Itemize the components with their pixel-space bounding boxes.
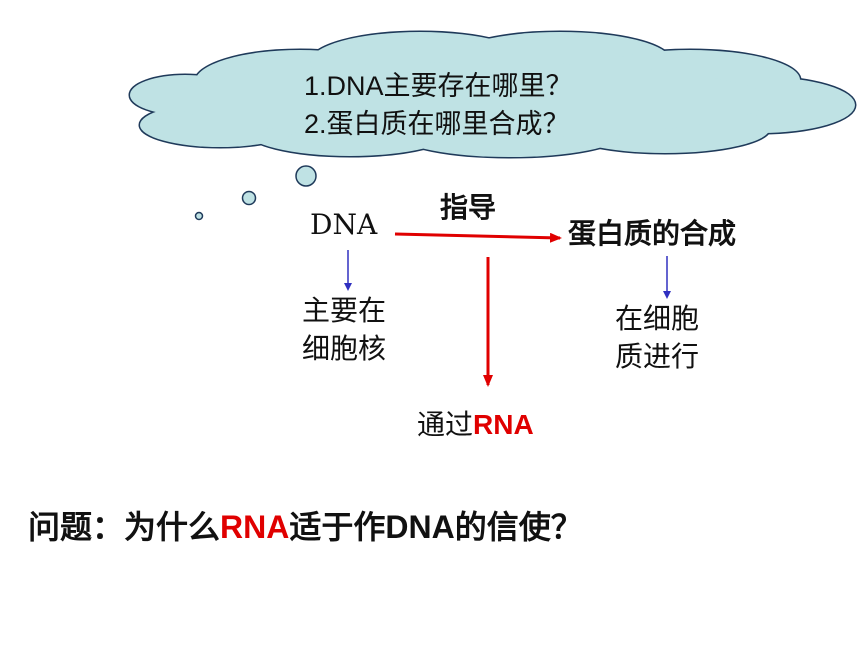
via-rna-label: 通过RNA [417, 403, 534, 443]
guide-arrow [394, 232, 562, 243]
thought-bubble-medium [241, 190, 257, 206]
via-rna-text: RNA [473, 409, 534, 440]
thought-bubble-small [194, 211, 204, 221]
cloud-shape [130, 32, 855, 157]
main-question: 问题：为什么RNA适于作DNA的信使？ [28, 502, 583, 548]
question-suffix: 的信使？ [454, 508, 583, 546]
dna-location-line-1: 主要在 [302, 294, 387, 327]
dna-label: DNA [310, 208, 378, 241]
cloud-question-1: 1.DNA主要存在哪里？ [304, 71, 573, 101]
question-middle: 适于作 [289, 508, 386, 546]
question-dna: DNA [385, 509, 455, 545]
protein-synthesis-label: 蛋白质的合成 [568, 217, 737, 250]
question-prefix: 问题：为什么 [28, 508, 221, 546]
question-rna: RNA [220, 509, 290, 545]
dna-location-line-2: 细胞核 [302, 332, 387, 365]
protein-location-line-1: 在细胞 [615, 302, 700, 335]
cloud-question-2: 2.蛋白质在哪里合成？ [304, 109, 570, 139]
via-prefix: 通过 [417, 408, 474, 441]
thought-bubble-large [295, 165, 317, 187]
guide-label: 指导 [440, 191, 497, 224]
protein-location-line-2: 质进行 [615, 340, 700, 373]
